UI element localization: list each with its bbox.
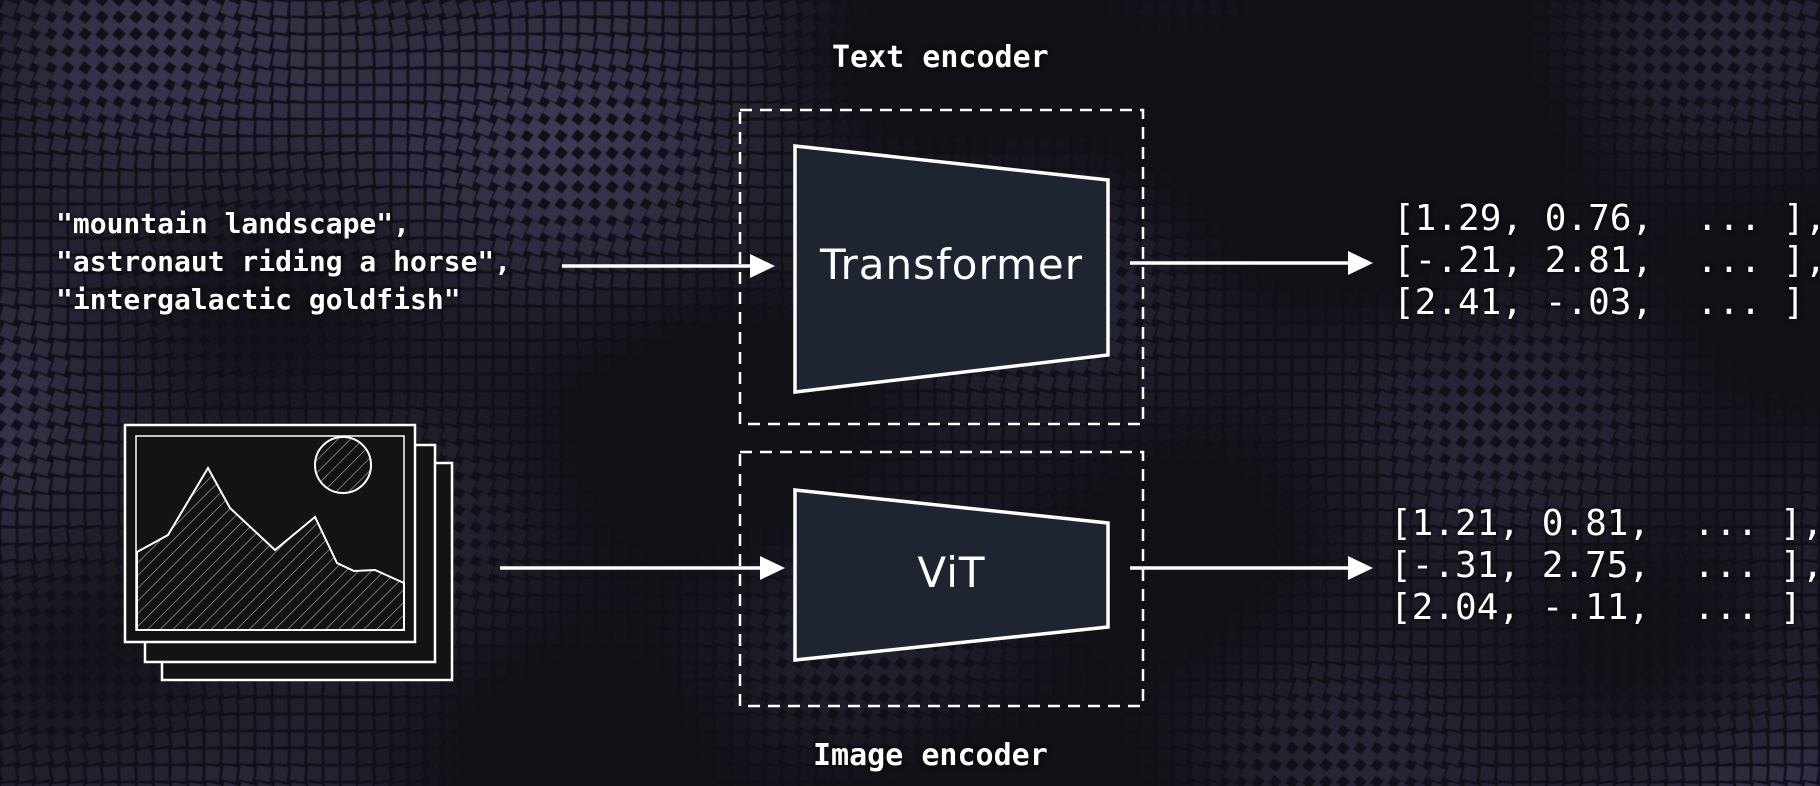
transformer-label: Transformer <box>819 240 1084 289</box>
text-encoder-label: Text encoder <box>832 40 1049 75</box>
prompts-to-transformer-arrow <box>562 254 775 278</box>
transformer-block <box>793 144 1110 394</box>
image-stack-icon <box>123 423 454 682</box>
image-embedding-row: [2.04, -.11, ... ] <box>1390 587 1802 628</box>
image-encoder-box <box>738 450 1145 708</box>
vit-to-embeddings-arrow <box>1130 556 1373 580</box>
image-encoder-label: Image encoder <box>813 738 1048 773</box>
text-embedding-row: [-.21, 2.81, ... ], <box>1393 240 1820 281</box>
prompt-line: "mountain landscape", <box>56 207 411 240</box>
image-embedding-row: [1.21, 0.81, ... ], <box>1390 503 1820 544</box>
vit-block <box>793 488 1110 662</box>
sun-icon <box>314 436 372 494</box>
transformer-to-embeddings-arrow <box>1130 251 1373 275</box>
images-to-vit-arrow <box>500 556 785 580</box>
image-embedding-row: [-.31, 2.75, ... ], <box>1390 545 1820 586</box>
text-embedding-row: [1.29, 0.76, ... ], <box>1393 198 1820 239</box>
prompt-line: "intergalactic goldfish" <box>56 283 461 316</box>
vit-label: ViT <box>917 548 986 597</box>
mountain-shape <box>136 465 405 631</box>
text-embedding-row: [2.41, -.03, ... ] <box>1393 282 1805 323</box>
prompt-line: "astronaut riding a horse", <box>56 245 512 278</box>
text-encoder-box <box>738 108 1145 426</box>
